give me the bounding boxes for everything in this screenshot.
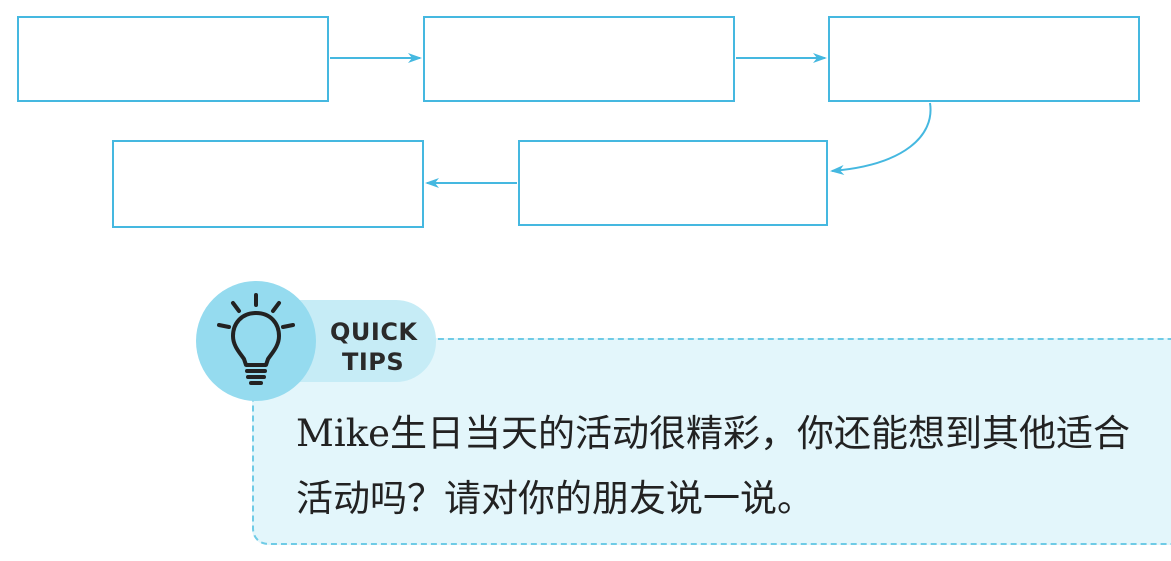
flow-box-3 [828, 16, 1140, 102]
flow-box-5 [112, 140, 424, 228]
arrow-3-to-4 [830, 102, 932, 175]
flow-box-1 [17, 16, 329, 102]
flow-box-4 [518, 140, 828, 226]
quick-tips-text-line-2: 活动吗？请对你的朋友说一说。 [296, 477, 814, 520]
lightbulb-icon [217, 293, 295, 385]
quick-tips-text-line-1: Mike生日当天的活动很精彩，你还能想到其他适合 [296, 412, 1131, 455]
quick-tips-label-quick: QUICK [330, 318, 418, 346]
flow-box-2 [423, 16, 735, 102]
quick-tips-label-tips: TIPS [342, 348, 405, 376]
